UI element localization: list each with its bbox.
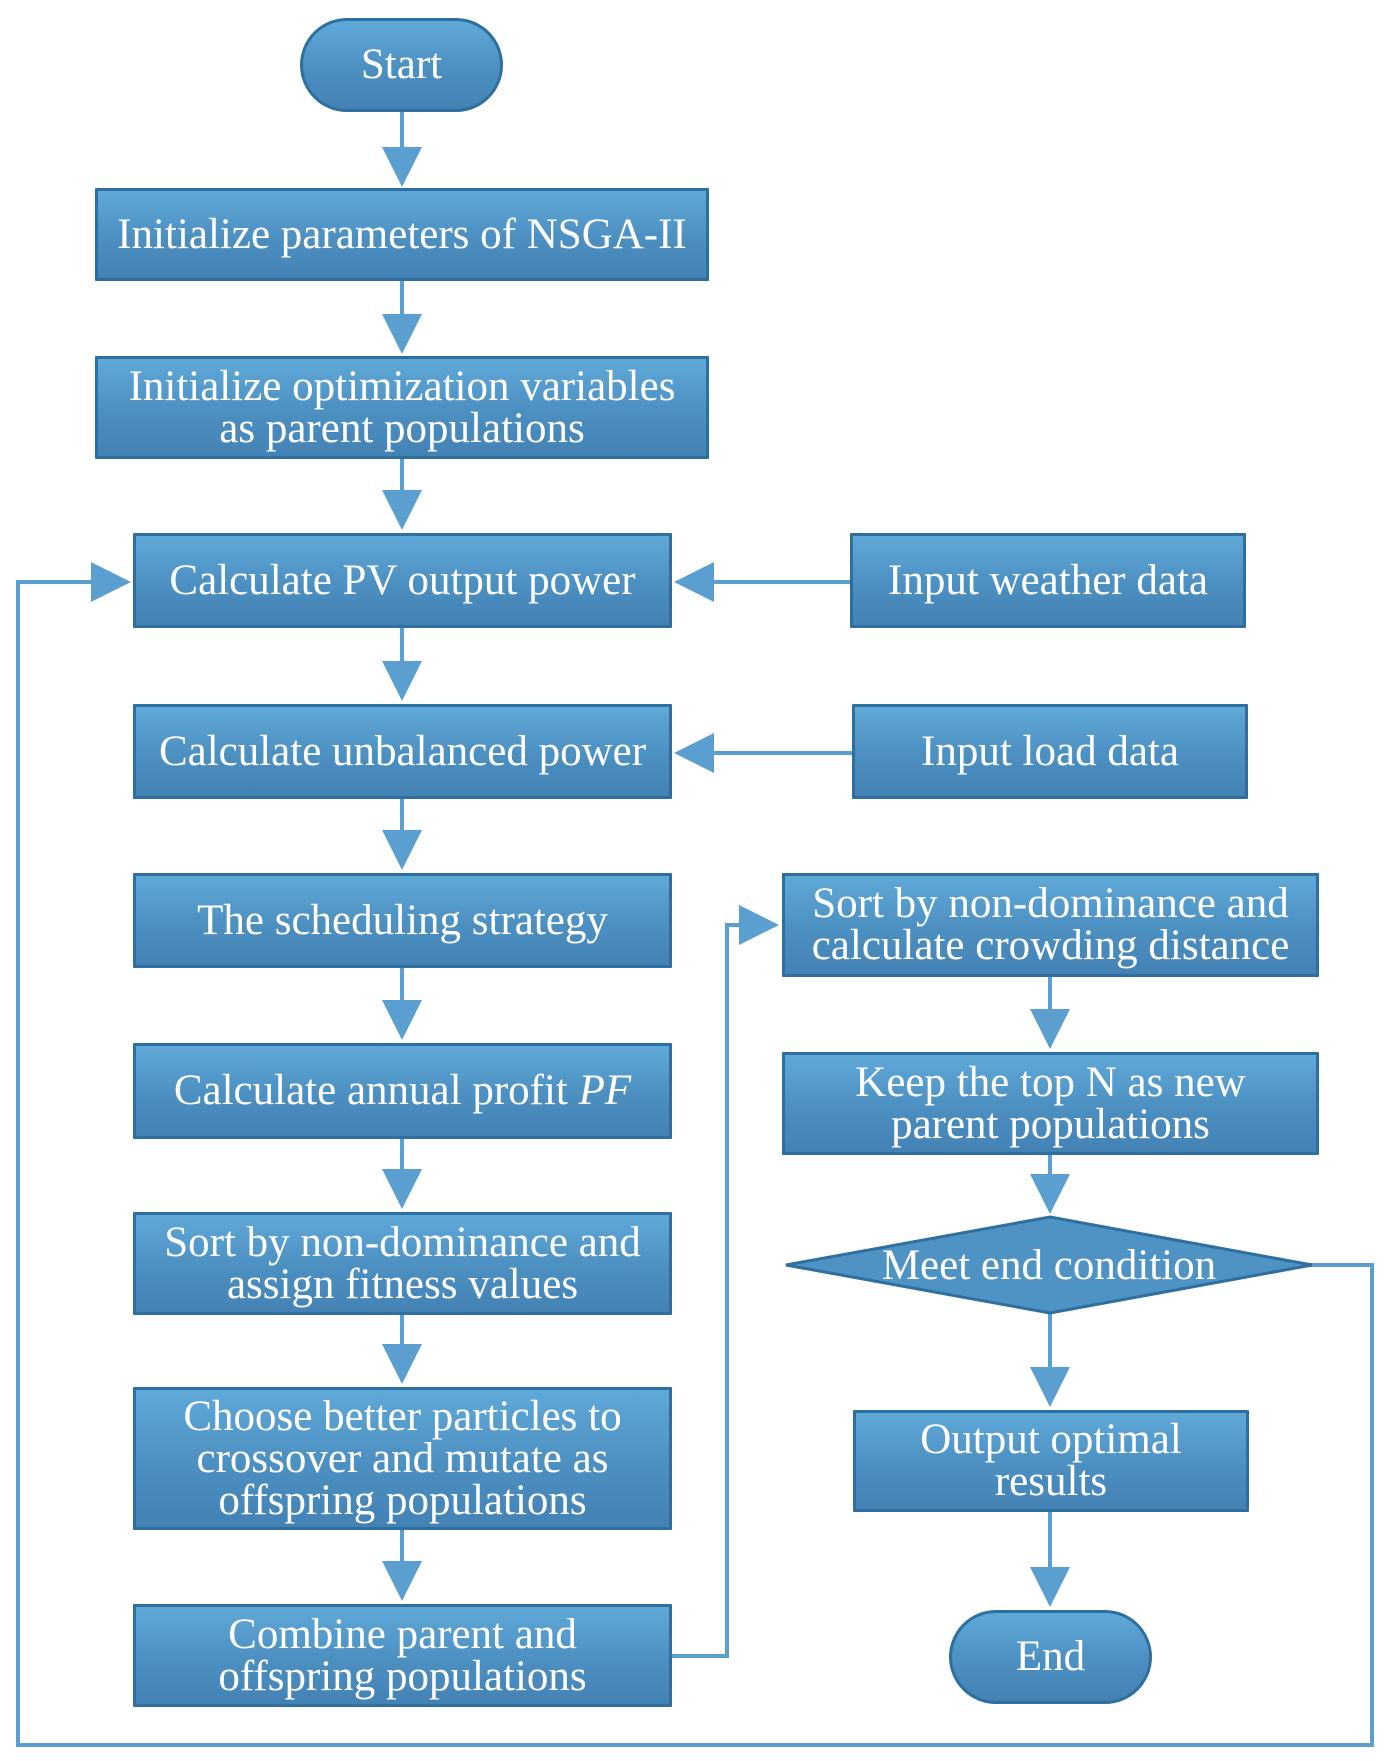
arrow-combine-to-sort-crowding	[672, 905, 779, 1658]
sort-fitness-line-2: assign fitness values	[226, 1260, 579, 1308]
init-params-box: Initialize parameters of NSGA-II	[95, 188, 709, 281]
sort-crowding-box: Sort by non-dominance and calculate crow…	[782, 873, 1319, 977]
choose-box: Choose better particles to crossover and…	[133, 1387, 672, 1530]
input-weather-label: Input weather data	[888, 556, 1208, 604]
combine-box: Combine parent and offspring populations	[133, 1604, 672, 1707]
calc-profit-box: Calculate annual profit PF	[133, 1043, 672, 1139]
scheduling-box: The scheduling strategy	[133, 873, 672, 968]
sort-crowding-line-2: calculate crowding distance	[811, 922, 1290, 969]
keep-top-line-2: parent populations	[891, 1100, 1210, 1148]
input-weather-box: Input weather data	[850, 533, 1246, 628]
calc-profit-var: PF	[578, 1067, 632, 1114]
calc-pv-box: Calculate PV output power	[133, 533, 672, 628]
meet-end-label: Meet end condition	[881, 1241, 1217, 1289]
calc-unbalanced-box: Calculate unbalanced power	[133, 704, 672, 799]
end-terminal: End	[949, 1610, 1152, 1704]
choose-line-3: offspring populations	[218, 1476, 587, 1524]
calc-profit-label: Calculate annual profit PF	[173, 1067, 632, 1114]
choose-line-2: crossover and mutate as	[196, 1434, 609, 1482]
calc-unbalanced-label: Calculate unbalanced power	[158, 727, 647, 775]
input-load-label: Input load data	[921, 727, 1179, 775]
combine-line-2: offspring populations	[218, 1652, 587, 1700]
combine-line-1: Combine parent and	[228, 1610, 577, 1658]
loop-back-arrow	[16, 562, 1374, 1747]
end-label: End	[1015, 1633, 1086, 1680]
start-label: Start	[360, 41, 443, 88]
keep-top-box: Keep the top N as new parent populations	[782, 1052, 1319, 1155]
sort-fitness-line-1: Sort by non-dominance and	[164, 1218, 641, 1266]
output-box: Output optimal results	[853, 1410, 1249, 1512]
output-line-2: results	[994, 1458, 1108, 1505]
init-vars-line-2: as parent populations	[219, 404, 585, 452]
meet-end-diamond	[785, 1215, 1313, 1315]
init-vars-line-1: Initialize optimization variables	[128, 362, 676, 410]
sort-crowding-line-1: Sort by non-dominance and	[812, 880, 1289, 927]
scheduling-label: The scheduling strategy	[197, 896, 608, 944]
calc-pv-label: Calculate PV output power	[169, 556, 636, 604]
sort-fitness-box: Sort by non-dominance and assign fitness…	[133, 1212, 672, 1315]
start-terminal: Start	[300, 18, 503, 112]
choose-line-1: Choose better particles to	[183, 1392, 622, 1440]
init-vars-box: Initialize optimization variables as par…	[95, 356, 709, 459]
keep-top-line-1: Keep the top N as new	[855, 1058, 1246, 1106]
input-load-box: Input load data	[852, 704, 1248, 799]
calc-profit-text: Calculate annual profit	[173, 1067, 579, 1114]
output-line-1: Output optimal	[920, 1416, 1182, 1463]
init-params-label: Initialize parameters of NSGA-II	[117, 210, 687, 258]
